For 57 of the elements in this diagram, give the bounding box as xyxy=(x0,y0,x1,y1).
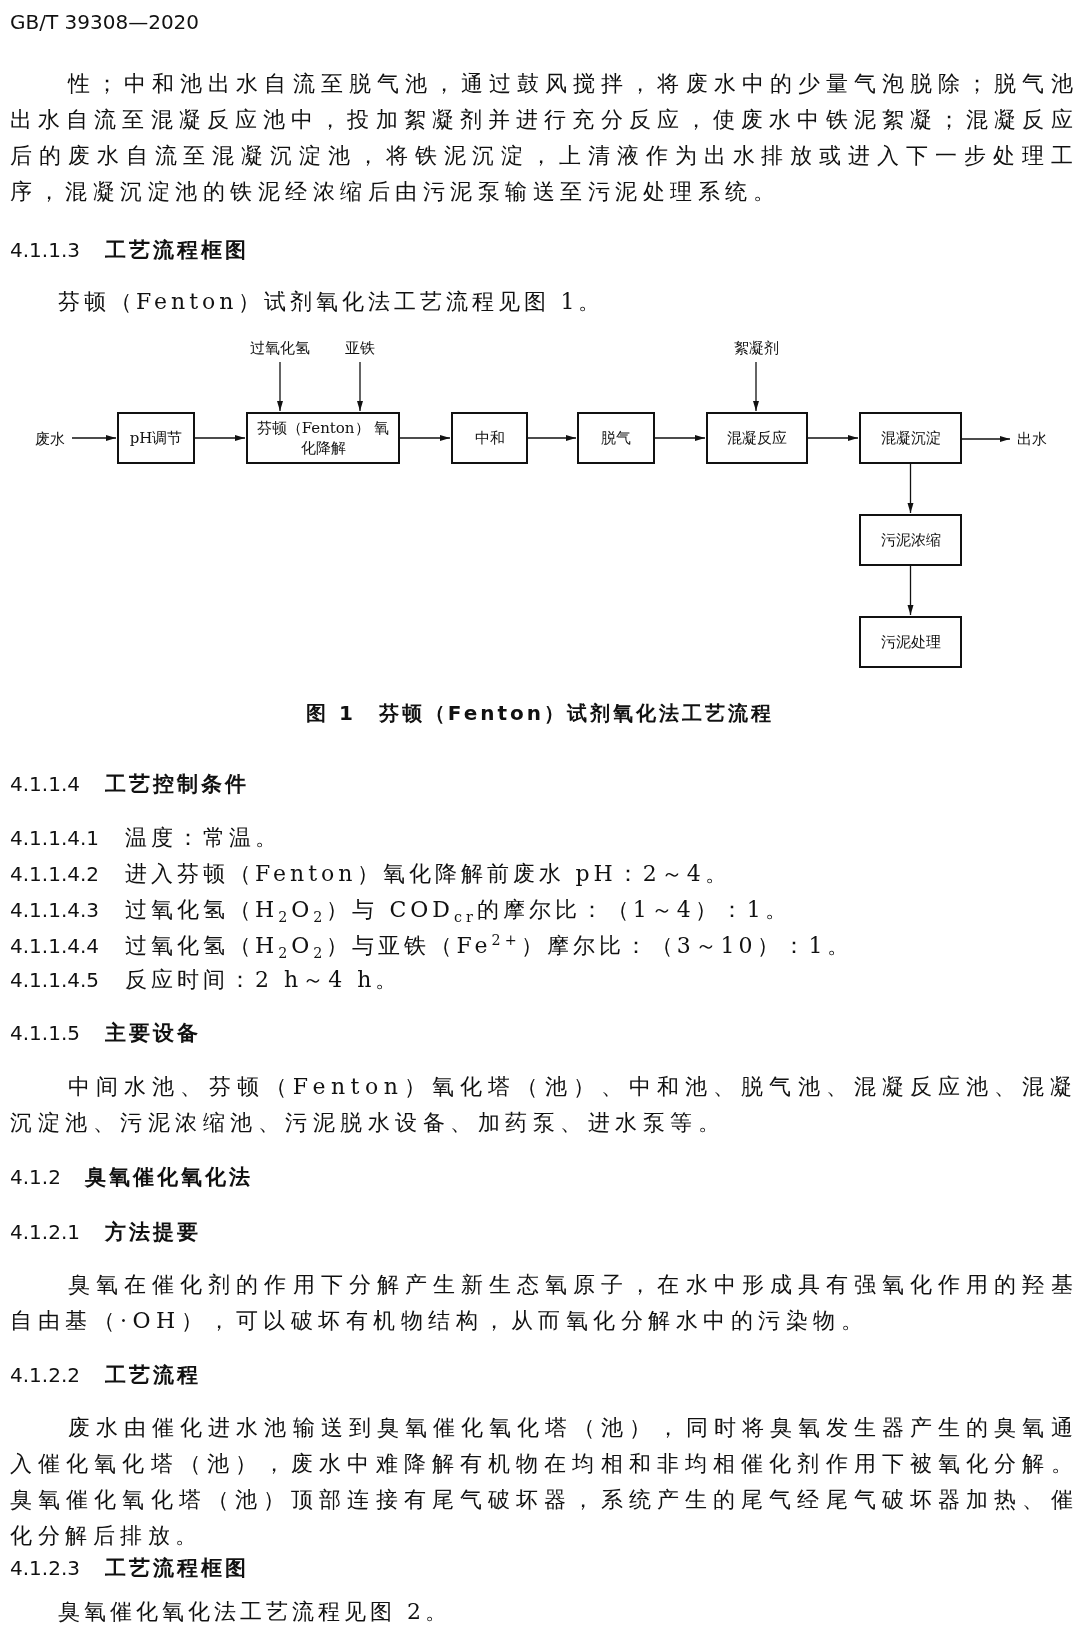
paragraph: 废水由催化进水池输送到臭氧催化氧化塔（池），同时将臭氧发生器产生的臭氧通入催化氧化塔（池），废水中难降解有机物在均相和非均相催化剂作用下被氧化分解。臭氧催化氧化塔（池）顶部连接有尾气破坏器，系统产生的尾气经尾气破坏器加热、催化分解后排放。 xyxy=(10,1414,1078,1550)
process-box: 中和 xyxy=(451,412,528,464)
item-text: 过氧化氢（H$_{2}$O$_{2}$）与亚铁（Fe$^{2+}$）摩尔比：（3～10）：1。 xyxy=(125,930,853,964)
section-number: 4.1.2 xyxy=(10,1164,61,1191)
section-heading: 方法提要 xyxy=(105,1219,201,1246)
flow-label: 过氧化氢 xyxy=(244,336,316,360)
section-heading: 主要设备 xyxy=(105,1020,201,1047)
arrow xyxy=(907,463,914,514)
arrow xyxy=(753,361,759,412)
item-number: 4.1.1.4.3 xyxy=(10,897,100,924)
process-box: 污泥浓缩 xyxy=(859,514,962,566)
section-number: 4.1.2.1 xyxy=(10,1219,80,1246)
process-box: pH调节 xyxy=(117,412,195,464)
process-box: 污泥处理 xyxy=(859,616,962,668)
arrow xyxy=(807,435,859,441)
flow-label: 废水 xyxy=(30,425,70,453)
item-text: 过氧化氢（H$_{2}$O$_{2}$）与 COD$_{cr}$的摩尔比：（1～4）：1。 xyxy=(125,896,791,928)
process-box: 混凝反应 xyxy=(706,412,808,464)
process-box: 脱气 xyxy=(577,412,655,464)
arrow xyxy=(527,435,577,441)
section-heading: 工艺控制条件 xyxy=(105,771,249,798)
flow-label: 絮凝剂 xyxy=(724,336,788,360)
item-number: 4.1.1.4.5 xyxy=(10,967,100,994)
item-text: 温度：常温。 xyxy=(125,824,281,852)
process-box: 芬顿（Fenton） 氧化降解 xyxy=(246,412,400,464)
section-number: 4.1.2.3 xyxy=(10,1555,80,1582)
item-number: 4.1.1.4.1 xyxy=(10,825,100,852)
arrow xyxy=(961,436,1011,442)
paragraph: 芬顿（Fenton）试剂氧化法工艺流程见图 1。 xyxy=(58,288,605,316)
item-number: 4.1.1.4.2 xyxy=(10,861,100,888)
figure-caption: 图 1 芬顿（Fenton）试剂氧化法工艺流程 xyxy=(304,700,776,727)
section-number: 4.1.1.5 xyxy=(10,1020,80,1047)
section-heading: 臭氧催化氧化法 xyxy=(85,1164,253,1191)
arrow xyxy=(71,435,117,441)
arrow xyxy=(907,565,914,616)
arrow xyxy=(654,435,706,441)
flow-label: 亚铁 xyxy=(340,336,380,360)
paragraph: 性；中和池出水自流至脱气池，通过鼓风搅拌，将废水中的少量气泡脱除；脱气池出水自流至混凝反应池中，投加絮凝剂并进行充分反应，使废水中铁泥絮凝；混凝反应后的废水自流至混凝沉淀池，将铁泥沉淀，上清液作为出水排放或进入下一步处理工序，混凝沉淀池的铁泥经浓缩后由污泥泵输送至污泥处理系统。 xyxy=(10,70,1078,206)
process-box: 混凝沉淀 xyxy=(859,412,962,464)
flow-label: 出水 xyxy=(1012,425,1052,453)
section-number: 4.1.2.2 xyxy=(10,1362,80,1389)
arrow xyxy=(194,435,246,441)
item-text: 反应时间：2 h～4 h。 xyxy=(125,966,402,994)
section-number: 4.1.1.4 xyxy=(10,771,80,798)
page-header: GB/T 39308—2020 xyxy=(10,9,200,36)
paragraph: 中间水池、芬顿（Fenton）氧化塔（池）、中和池、脱气池、混凝反应池、混凝沉淀池、污泥浓缩池、污泥脱水设备、加药泵、进水泵等。 xyxy=(10,1073,1078,1137)
arrow xyxy=(357,361,363,412)
section-number: 4.1.1.3 xyxy=(10,237,80,264)
section-heading: 工艺流程框图 xyxy=(105,1555,249,1582)
paragraph: 臭氧在催化剂的作用下分解产生新生态氧原子，在水中形成具有强氧化作用的羟基自由基（·OH），可以破坏有机物结构，从而氧化分解水中的污染物。 xyxy=(10,1271,1078,1335)
section-heading: 工艺流程 xyxy=(105,1362,201,1389)
item-text: 进入芬顿（Fenton）氧化降解前废水 pH：2～4。 xyxy=(125,860,731,888)
item-number: 4.1.1.4.4 xyxy=(10,933,100,960)
section-heading: 工艺流程框图 xyxy=(105,237,249,264)
arrow xyxy=(277,361,283,412)
arrow xyxy=(399,435,451,441)
paragraph: 臭氧催化氧化法工艺流程见图 2。 xyxy=(58,1598,451,1626)
